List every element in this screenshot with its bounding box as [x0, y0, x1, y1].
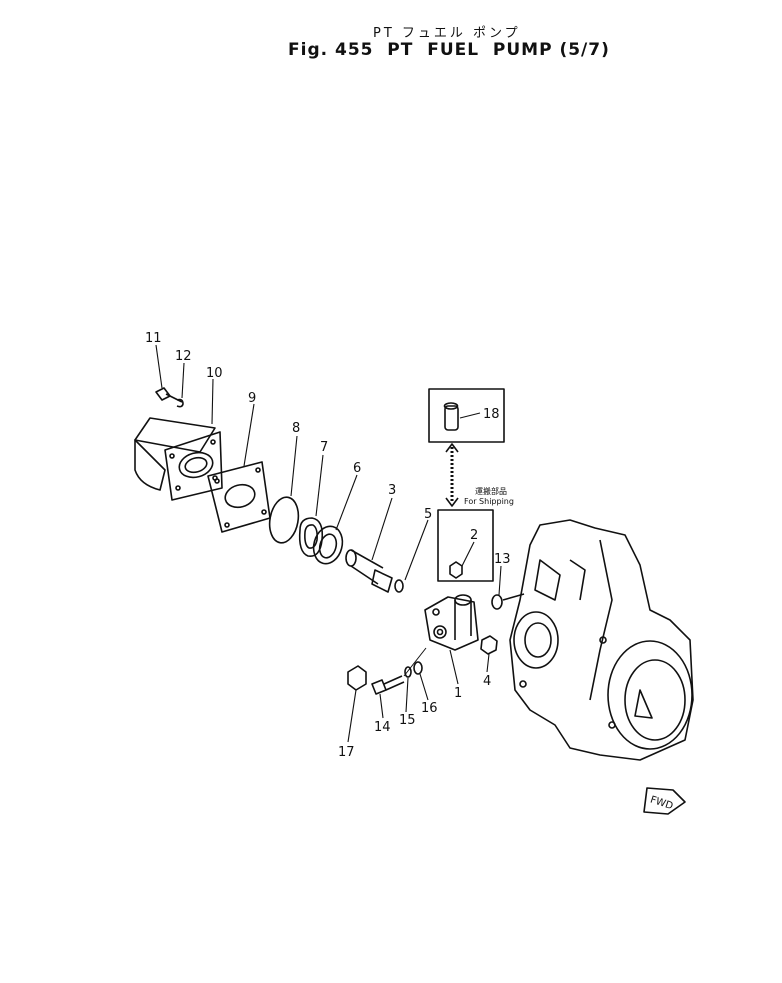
- callout-13: 13: [494, 552, 511, 567]
- callout-16: 16: [421, 701, 438, 716]
- callout-8: 8: [292, 421, 300, 436]
- callout-3: 3: [388, 483, 396, 498]
- part-12-washer: [176, 398, 184, 408]
- part-17-fitting: [347, 665, 367, 691]
- part-5-o-ring: [394, 579, 404, 593]
- part-8-o-ring: [268, 496, 300, 544]
- part-1-body: [424, 594, 479, 651]
- callout-6: 6: [353, 461, 361, 476]
- part-4-nut: [480, 635, 498, 655]
- part-2-plug: [449, 561, 463, 579]
- callout-15: 15: [399, 713, 416, 728]
- callout-17: 17: [338, 745, 355, 760]
- part-2-box: [437, 509, 494, 582]
- part-6-plate: [312, 525, 344, 565]
- shipping-arrow: [445, 443, 459, 507]
- callout-5: 5: [424, 507, 432, 522]
- part-14-bolt: [371, 675, 405, 695]
- callout-12: 12: [175, 349, 192, 364]
- part-18-cap: [443, 402, 459, 431]
- callout-9: 9: [248, 391, 256, 406]
- callout-4: 4: [483, 674, 491, 689]
- shipping-note-japanese: 運搬部品: [475, 486, 507, 496]
- callout-11: 11: [145, 331, 162, 346]
- callout-2: 2: [470, 528, 478, 543]
- fwd-marker: [643, 787, 686, 815]
- part-15-washer: [404, 666, 412, 678]
- fwd-label: FWD: [649, 795, 675, 813]
- part-11-bolt: [155, 387, 183, 403]
- part-16-washer: [413, 661, 423, 675]
- part-3-shaft: [345, 549, 393, 593]
- part-7-ring: [298, 517, 324, 557]
- part-13-washer: [491, 594, 503, 610]
- figure-title: Fig. 455 PT FUEL PUMP (5/7): [288, 40, 610, 60]
- main-pump-body: [509, 519, 694, 761]
- part-18-box: [428, 388, 505, 443]
- shipping-note-english: For Shipping: [464, 497, 514, 506]
- part-9-gasket: [207, 461, 271, 533]
- callout-7: 7: [320, 440, 328, 455]
- callout-1: 1: [454, 686, 462, 701]
- title-japanese: PT フュエル ポンプ: [373, 26, 521, 41]
- callout-14: 14: [374, 720, 391, 735]
- part-10-housing: [134, 417, 223, 501]
- callout-18: 18: [483, 407, 500, 422]
- callout-10: 10: [206, 366, 223, 381]
